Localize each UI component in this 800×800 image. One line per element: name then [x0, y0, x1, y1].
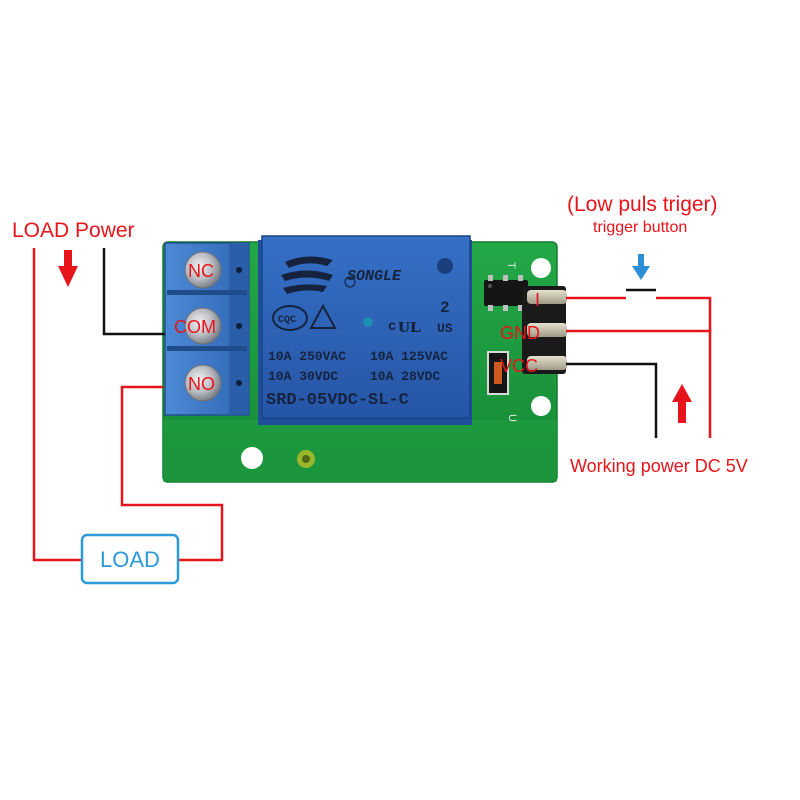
- warning-triangle-icon: [309, 303, 337, 329]
- pin-in: [527, 290, 567, 304]
- rating-row2-right: 10A 28VDC: [370, 369, 440, 384]
- pin-vcc: [527, 356, 567, 370]
- power-up-arrow-icon: [672, 384, 692, 423]
- load-box-label: LOAD: [100, 547, 160, 572]
- relay-center-dot: [363, 317, 373, 327]
- songle-logo-icon: [281, 256, 333, 294]
- pin-label-vcc: VCC: [500, 356, 538, 376]
- ul-number: 2: [440, 299, 450, 317]
- screw-nc: [184, 251, 222, 289]
- terminal-label-no: NO: [188, 374, 215, 394]
- silkscreen-t: T: [505, 262, 517, 269]
- relay: SONGLE CQC c ᴜʟ 2 US 10A 250VAC 10A 125V…: [258, 235, 472, 425]
- load-power-wire-black: [102, 248, 165, 336]
- pin-label-in: I: [535, 290, 540, 310]
- ul-region: US: [437, 321, 453, 336]
- control-ic: [484, 275, 528, 311]
- relay-indicator-dot: [437, 258, 453, 274]
- down-arrow-icon: [58, 250, 78, 287]
- low-puls-label: (Low puls triger): [567, 193, 718, 216]
- relay-model: SRD-05VDC-SL-C: [266, 391, 409, 410]
- no-terminal-wire-red: [120, 385, 224, 562]
- rating-row1-left: 10A 250VAC: [268, 349, 346, 364]
- mounting-hole: [241, 447, 263, 469]
- trigger-down-arrow-icon: [632, 254, 650, 280]
- smd-resistor: [487, 351, 509, 395]
- pin-header: I GND VCC: [500, 286, 567, 376]
- pin-gnd: [527, 323, 567, 337]
- gnd-wire: [566, 329, 712, 438]
- screw-terminal-block: NC COM NO: [164, 242, 250, 416]
- rating-row1-right: 10A 125VAC: [370, 349, 448, 364]
- trigger-wire-out: [656, 296, 712, 331]
- vcc-wire-black: [566, 362, 658, 438]
- pin-label-gnd: GND: [500, 323, 540, 343]
- silkscreen-u: U: [506, 414, 518, 422]
- working-power-label: Working power DC 5V: [570, 456, 748, 476]
- wiring: [32, 248, 712, 562]
- load-power-label: LOAD Power: [12, 219, 135, 242]
- mounting-hole: [531, 396, 551, 416]
- ul-prefix: c: [388, 319, 396, 335]
- screw-com: [184, 307, 222, 345]
- terminal-label-nc: NC: [188, 261, 214, 281]
- trigger-button-label: trigger button: [593, 219, 687, 236]
- terminal-label-com: COM: [174, 317, 216, 337]
- cqc-mark-text: CQC: [278, 315, 296, 326]
- ul-mark-icon: ᴜʟ: [398, 312, 421, 337]
- screw-no: [184, 364, 222, 402]
- load-power-wire-red: [32, 248, 82, 562]
- mounting-hole: [531, 258, 551, 278]
- rating-row2-left: 10A 30VDC: [268, 369, 338, 384]
- cqc-mark-icon: [272, 305, 308, 331]
- load-box: LOAD: [80, 533, 180, 585]
- relay-brand: SONGLE: [347, 268, 402, 285]
